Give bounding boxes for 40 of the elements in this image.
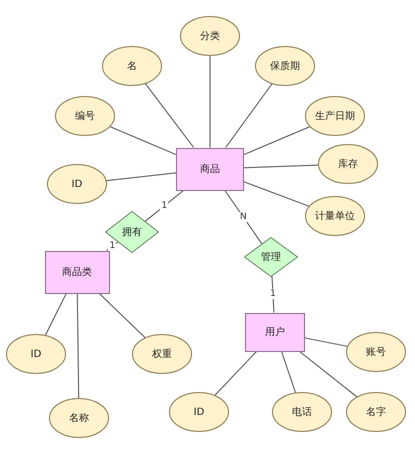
connector-line bbox=[144, 190, 184, 222]
attribute-label: 编号 bbox=[75, 110, 95, 123]
connector-line bbox=[224, 190, 262, 244]
attribute-label: 电话 bbox=[292, 406, 312, 419]
connector-line bbox=[244, 164, 319, 168]
connector-line bbox=[145, 83, 194, 148]
attribute-label: 名称 bbox=[69, 412, 89, 425]
cardinality-label: 1 bbox=[108, 241, 116, 252]
cardinality-label: 1 bbox=[160, 200, 168, 211]
connector-line bbox=[214, 351, 257, 396]
attribute-label: 账号 bbox=[366, 346, 386, 359]
connector-line bbox=[244, 181, 310, 207]
connector-line bbox=[76, 293, 80, 398]
entity-label: 商品类 bbox=[62, 266, 92, 279]
connector-line bbox=[281, 351, 296, 393]
attribute-label: ID bbox=[30, 348, 42, 360]
connector-line bbox=[98, 293, 146, 338]
attribute-label: 库存 bbox=[338, 158, 358, 171]
connector-line bbox=[244, 126, 310, 156]
connector-line bbox=[225, 84, 272, 148]
attribute-label: 计量单位 bbox=[315, 210, 355, 223]
connector-line bbox=[110, 126, 176, 156]
attribute-label: ID bbox=[194, 406, 204, 418]
attribute-label: 权重 bbox=[152, 348, 172, 361]
relationship-label: 拥有 bbox=[122, 226, 142, 239]
relationship-label: 管理 bbox=[261, 251, 281, 264]
attribute-label: 分类 bbox=[200, 30, 220, 43]
attribute-label: 保质期 bbox=[270, 60, 300, 73]
connector-line bbox=[299, 351, 358, 398]
cardinality-label: N bbox=[239, 212, 248, 222]
entity-label: 商品 bbox=[200, 162, 220, 176]
attribute-label: 名字 bbox=[366, 406, 386, 419]
entity-label: 用户 bbox=[265, 326, 285, 339]
attribute-label: 生产日期 bbox=[315, 110, 355, 123]
connector-line bbox=[106, 172, 176, 182]
connector-line bbox=[44, 293, 67, 336]
connector-line bbox=[304, 337, 348, 347]
attribute-label: ID bbox=[72, 178, 82, 190]
cardinality-label: 1 bbox=[269, 289, 277, 300]
attribute-label: 名 bbox=[127, 60, 137, 73]
